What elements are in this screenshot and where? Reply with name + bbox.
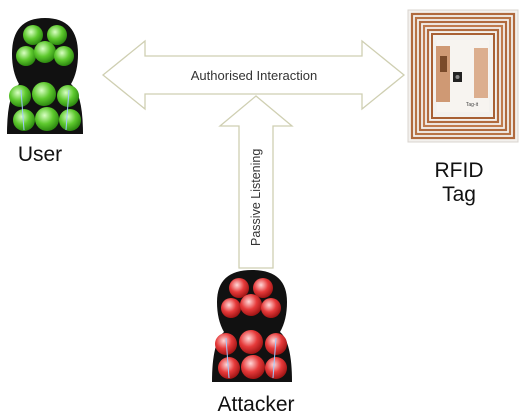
rfid-tag-label-line2: Tag — [442, 183, 476, 206]
authorised-interaction-label: Authorised Interaction — [191, 68, 317, 83]
attacker-label: Attacker — [217, 393, 294, 416]
rfid-tag-image: Tag-it — [407, 9, 519, 143]
user-label: User — [18, 143, 62, 166]
rfid-tag-label-line1: RFID — [435, 159, 484, 182]
passive-listening-arrow — [218, 95, 294, 269]
user-icon — [7, 18, 83, 134]
rfid-chip-text: Tag-it — [466, 102, 479, 108]
authorised-interaction-arrow — [101, 39, 406, 111]
attacker-icon — [212, 270, 292, 382]
passive-listening-label: Passive Listening — [249, 149, 263, 246]
